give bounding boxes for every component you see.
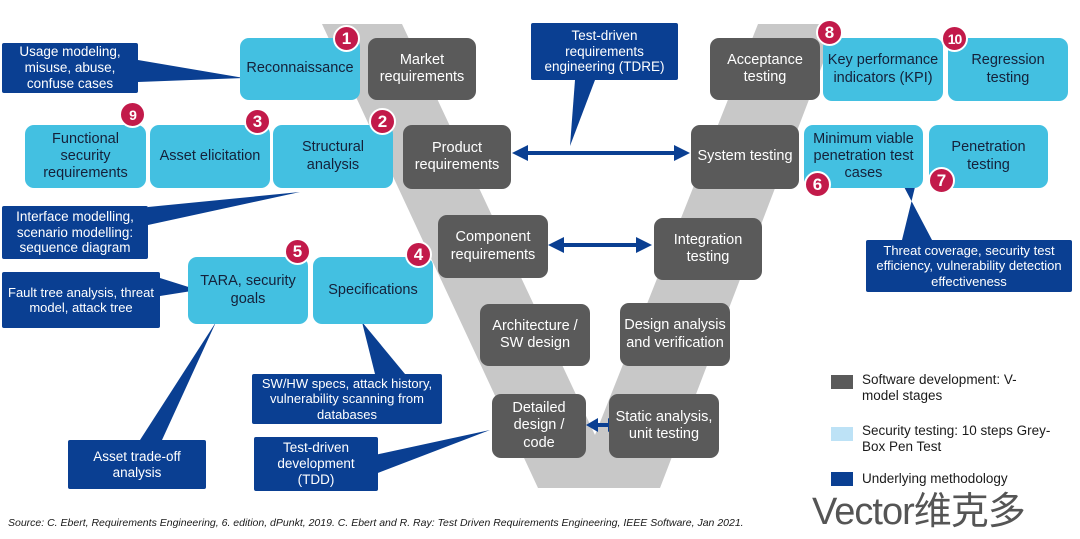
- product-requirements-box: Product requirements: [403, 125, 511, 189]
- asset-tradeoff-callout: Asset trade-off analysis: [68, 440, 206, 489]
- tara-security-goals-label: TARA, security goals: [200, 273, 296, 307]
- regression-testing-label: Regression testing: [971, 52, 1045, 86]
- reconnaissance-label: Reconnaissance: [246, 60, 354, 77]
- design-analysis-verification-label: Design analysis and verification: [624, 317, 726, 351]
- detailed-design-code-label: Detailed design / code: [512, 400, 566, 451]
- architecture-sw-design-box: Architecture / SW design: [480, 304, 590, 366]
- arrow-product-requirements-system-testing: [512, 145, 690, 161]
- step-badge-5: 5: [284, 238, 311, 265]
- specifications-box: Specifications: [313, 257, 433, 324]
- key-performance-indicators-box: Key performance indicators (KPI): [823, 38, 943, 101]
- structural-analysis-label: Structural analysis: [301, 139, 365, 173]
- interface-modelling-label: Interface modelling, scenario modelling:…: [16, 208, 134, 256]
- integration-testing-box: Integration testing: [654, 218, 762, 280]
- step-badge-10: 10: [941, 25, 968, 52]
- component-requirements-box: Component requirements: [438, 215, 548, 278]
- asset-tradeoff-label: Asset trade-off analysis: [93, 448, 181, 480]
- step-badge-2: 2: [369, 108, 396, 135]
- legend-swatch-underlying-methodology: [831, 472, 853, 486]
- callout-connector-asset-tradeoff: [140, 322, 216, 440]
- regression-testing-box: Regression testing: [948, 38, 1068, 101]
- tara-security-goals-box: TARA, security goals: [188, 257, 308, 324]
- product-requirements-label: Product requirements: [414, 139, 500, 173]
- integration-testing-label: Integration testing: [673, 231, 743, 265]
- penetration-testing-label: Penetration testing: [951, 139, 1026, 173]
- step-badge-3: 3: [244, 108, 271, 135]
- functional-security-requirements-box: Functional security requirements: [25, 125, 146, 188]
- tdre-callout: Test-driven requirements engineering (TD…: [531, 23, 678, 80]
- tdd-label: Test-driven development (TDD): [277, 440, 355, 487]
- fault-tree-analysis-label: Fault tree analysis, threat model, attac…: [8, 284, 154, 315]
- callout-connector-tdd: [370, 430, 490, 476]
- callout-connector-tdre: [570, 80, 595, 146]
- structural-analysis-box: Structural analysis: [273, 125, 393, 188]
- fault-tree-analysis-callout: Fault tree analysis, threat model, attac…: [2, 272, 160, 328]
- static-analysis-unit-testing-label: Static analysis, unit testing: [615, 408, 713, 442]
- component-requirements-label: Component requirements: [450, 229, 536, 263]
- legend-label-underlying-methodology: Underlying methodology: [862, 471, 1008, 486]
- tdd-callout: Test-driven development (TDD): [254, 437, 378, 491]
- arrow-component-requirements-integration-testing: [548, 237, 652, 253]
- callout-connector-threat-coverage: [902, 183, 932, 240]
- market-requirements-label: Market requirements: [379, 51, 465, 85]
- minimum-viable-pentest-cases-label: Minimum viable penetration test cases: [813, 130, 914, 182]
- step-badge-9: 9: [119, 101, 146, 128]
- acceptance-testing-box: Acceptance testing: [710, 38, 820, 100]
- tdre-label: Test-driven requirements engineering (TD…: [544, 27, 665, 75]
- step-badge-1: 1: [333, 25, 360, 52]
- threat-coverage-callout: Threat coverage, security test efficienc…: [866, 240, 1072, 292]
- callout-connector-usage-modeling: [138, 60, 244, 82]
- market-requirements-box: Market requirements: [368, 38, 476, 100]
- callout-connector-interface-modelling: [148, 192, 300, 225]
- step-badge-7: 7: [928, 167, 955, 194]
- system-testing-label: System testing: [697, 148, 793, 165]
- asset-elicitation-box: Asset elicitation: [150, 125, 270, 188]
- step-badge-8: 8: [816, 19, 843, 46]
- sw-hw-specs-callout: SW/HW specs, attack history, vulnerabili…: [252, 374, 442, 424]
- minimum-viable-pentest-cases-box: Minimum viable penetration test cases: [804, 125, 923, 188]
- threat-coverage-label: Threat coverage, security test efficienc…: [876, 243, 1062, 289]
- usage-modeling-callout: Usage modeling, misuse, abuse, confuse c…: [2, 43, 138, 93]
- acceptance-testing-label: Acceptance testing: [727, 51, 803, 85]
- step-badge-4: 4: [405, 241, 432, 268]
- system-testing-box: System testing: [691, 125, 799, 189]
- static-analysis-unit-testing-box: Static analysis, unit testing: [609, 394, 719, 458]
- sw-hw-specs-label: SW/HW specs, attack history, vulnerabili…: [261, 376, 433, 422]
- vector-watermark: Vector维克多: [812, 491, 1026, 533]
- source-citation: Source: C. Ebert, Requirements Engineeri…: [8, 517, 744, 529]
- detailed-design-code-box: Detailed design / code: [492, 394, 586, 458]
- callout-connector-sw-hw-specs: [362, 322, 405, 374]
- usage-modeling-label: Usage modeling, misuse, abuse, confuse c…: [19, 44, 121, 91]
- legend-swatch-security-testing: [831, 427, 853, 441]
- design-analysis-verification-box: Design analysis and verification: [620, 303, 730, 366]
- legend-swatch-software-development: [831, 375, 853, 389]
- specifications-label: Specifications: [328, 281, 418, 298]
- legend-label-security-testing: Security testing: 10 steps Grey-Box Pen …: [862, 423, 1051, 455]
- architecture-sw-design-label: Architecture / SW design: [492, 317, 578, 351]
- step-badge-6: 6: [804, 171, 831, 198]
- legend-label-software-development: Software development: V-model stages: [862, 372, 1017, 404]
- functional-security-requirements-label: Functional security requirements: [43, 130, 128, 182]
- key-performance-indicators-label: Key performance indicators (KPI): [827, 52, 939, 86]
- asset-elicitation-label: Asset elicitation: [159, 147, 261, 164]
- interface-modelling-callout: Interface modelling, scenario modelling:…: [2, 206, 148, 259]
